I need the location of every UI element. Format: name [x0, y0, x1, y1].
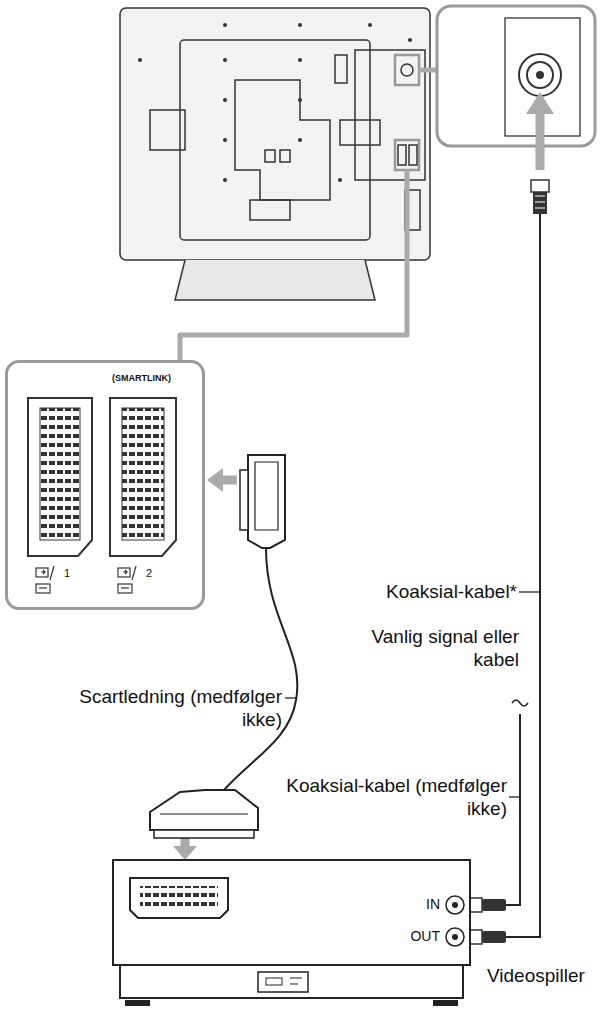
cable-label: Scartledning (medfølger ikke) [40, 686, 282, 732]
scart-plug [150, 790, 258, 838]
cable-label: Vanlig signal eller kabel [369, 626, 519, 672]
wave-symbol [512, 700, 528, 706]
tv-back [120, 8, 430, 300]
coax-plug [526, 92, 554, 214]
callout-line [180, 70, 437, 360]
port-label: (SMARTLINK) [112, 373, 171, 384]
device-label: Videospiller [487, 965, 585, 988]
terminal-label: IN [426, 896, 440, 913]
cable-label: Koaksial-kabel* [386, 581, 517, 604]
port-number: 2 [146, 567, 152, 580]
input-icon [36, 566, 136, 593]
cable-label: Koaksial-kabel (medfølger ikke) [267, 775, 507, 821]
signal-cable [506, 714, 520, 905]
leader-line [285, 592, 540, 797]
coax-plug [470, 898, 506, 944]
scart-socket [28, 398, 176, 556]
coax-cable [506, 214, 540, 937]
video-player [113, 860, 470, 1006]
scart-plug [240, 455, 285, 548]
antenna-inset [437, 6, 595, 146]
port-number: 1 [64, 567, 70, 580]
terminal-label: OUT [410, 928, 440, 945]
inset-panel: (SMARTLINK) 1 2 [5, 360, 205, 610]
video-player: INOUTVideospiller [113, 860, 470, 1000]
